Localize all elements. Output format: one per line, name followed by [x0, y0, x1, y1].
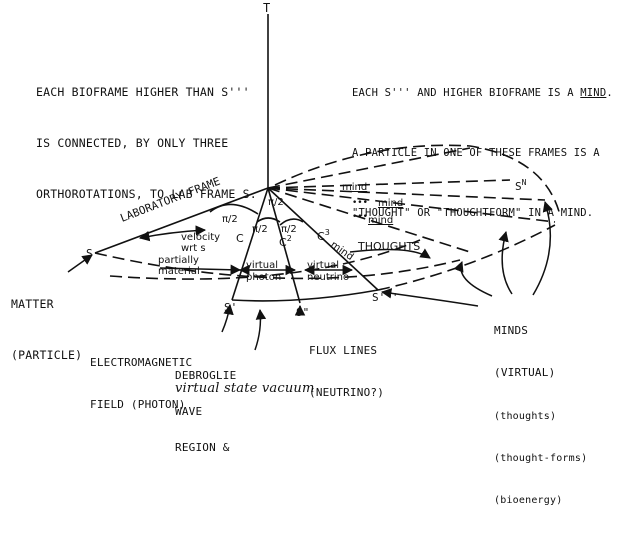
- velocity-label-2: wrt s: [181, 243, 206, 254]
- minds-arrow-s3: [380, 288, 479, 307]
- mind-label-2: mind: [378, 198, 403, 209]
- frame-s-label: S: [86, 247, 93, 260]
- note-left: EACH BIOFRAME HIGHER THAN S''' IS CONNEC…: [36, 50, 257, 237]
- virtual-photon-label-2: photon: [246, 272, 281, 283]
- mind-label-1: mind: [342, 182, 367, 193]
- material-arrow-1: [159, 264, 242, 276]
- angle-label-4: π/2: [268, 197, 284, 208]
- dashed-ray-3: [267, 187, 546, 201]
- matter-label: MATTER (PARTICLE): [11, 262, 82, 398]
- angle-label-1: π/2: [222, 214, 238, 225]
- flux-lines-line-2: (NEUTRINO?): [309, 386, 385, 399]
- s-dprime-line: [267, 187, 301, 304]
- c3-base: C: [317, 230, 325, 243]
- minds-label-line-1: MINDS: [494, 324, 529, 337]
- flux-arrow: [294, 304, 306, 316]
- minds-arrow-3: [532, 200, 553, 296]
- dashed-arc-right: [377, 224, 556, 291]
- flux-lines-line-1: FLUX LINES: [309, 344, 378, 357]
- velocity-label-1: velocity: [181, 232, 220, 243]
- matter-arrow: [67, 254, 93, 273]
- ground-line: [231, 289, 379, 302]
- minds-label-line-2: (VIRTUAL): [494, 366, 556, 379]
- c2-sup: 2: [287, 234, 292, 243]
- s-dprime-label: S": [296, 306, 309, 319]
- dashed-ray-4: [267, 187, 556, 223]
- dashed-arc-outer: [94, 252, 461, 280]
- c2-base: C: [279, 236, 287, 249]
- note-left-line-1: EACH BIOFRAME HIGHER THAN S''': [36, 85, 250, 99]
- matter-label-line-1: MATTER: [11, 297, 54, 311]
- angle-arc-3: [279, 218, 304, 226]
- c2-label: C2: [279, 234, 292, 249]
- c1-label: C: [236, 232, 244, 245]
- note-right-line-1: EACH S''' AND HIGHER BIOFRAME IS A MIND.: [352, 83, 613, 103]
- mind-dots-1: •••: [352, 198, 368, 208]
- velocity-arrow: [138, 225, 207, 242]
- minds-list-3: (bioenergy): [494, 495, 563, 506]
- angle-label-2: π/2: [252, 224, 268, 235]
- note-left-line-2: IS CONNECTED, BY ONLY THREE: [36, 136, 229, 150]
- thoughts-arrow: [349, 248, 431, 259]
- c3-sup: 3: [325, 228, 330, 237]
- note-left-line-3: ORTHOROTATIONS, TO LAB FRAME S.: [36, 187, 257, 201]
- frame-sn-base: S: [515, 180, 522, 193]
- matter-label-line-2: (PARTICLE): [11, 348, 83, 362]
- minds-list-2: (thought-forms): [494, 453, 588, 464]
- s-tprime-line: [267, 187, 379, 291]
- minds-arrow-1: [453, 261, 493, 297]
- note-right-mind-emphasis: MIND: [580, 87, 607, 99]
- s-prime-label: S': [224, 301, 237, 314]
- virtual-neutrino-label-2: neutrino: [307, 272, 349, 283]
- angle-arc-2: [256, 217, 281, 223]
- mind-label-3: mind: [368, 215, 393, 226]
- debroglie-label: DEBROGLIE WAVE REGION &: [175, 346, 236, 478]
- partially-label-1: partially: [158, 255, 199, 266]
- partially-label-2: material: [158, 266, 200, 277]
- dashed-ray-1: [267, 147, 471, 189]
- debroglie-line-3: REGION &: [175, 441, 230, 454]
- note-right-line-1-suffix: .: [606, 87, 613, 99]
- debroglie-arrow: [254, 308, 267, 351]
- mind-dots-2: •••: [352, 212, 368, 222]
- lab-frame-label: LABORATORY FRAME: [118, 175, 222, 225]
- virtual-neutrino-label-1: virtual: [307, 260, 339, 271]
- angle-label-3: π/2: [281, 224, 297, 235]
- dashed-ray-2: [267, 179, 511, 189]
- debroglie-line-1: DEBROGLIE: [175, 369, 237, 382]
- em-field-arrow: [221, 303, 234, 333]
- frame-sn-label: SN: [515, 178, 527, 193]
- minds-arrow-2: [498, 230, 513, 295]
- s-tprime-label: S''': [372, 291, 399, 304]
- lab-frame-line: [94, 187, 269, 254]
- debroglie-line-2: WAVE: [175, 405, 203, 418]
- minds-list-1: (thoughts): [494, 411, 557, 422]
- note-right-line-1-prefix: EACH S''' AND HIGHER BIOFRAME IS A: [352, 87, 581, 99]
- axis-t-label: T: [263, 1, 270, 15]
- minds-label: MINDS (VIRTUAL) (thoughts) (thought-form…: [494, 296, 587, 536]
- thoughts-label: THOUGHTS: [357, 240, 420, 253]
- frame-sn-sup: N: [522, 178, 527, 187]
- vacuum-label: virtual state vacuum: [175, 381, 315, 396]
- s-prime-line: [231, 187, 269, 301]
- frame-diagram: T LABORATORY FRAME S SN π/2 π/2 π/2 π/2 …: [67, 1, 561, 351]
- dashed-arc-top: [274, 144, 561, 216]
- note-right: EACH S''' AND HIGHER BIOFRAME IS A MIND.…: [352, 43, 613, 263]
- em-field-line-1: ELECTROMAGNETIC: [90, 356, 193, 369]
- virtual-photon-label-1: virtual: [246, 260, 278, 271]
- c3-label: C3: [317, 228, 330, 243]
- angle-arc-1: [209, 203, 259, 215]
- flux-lines-label: FLUX LINES (NEUTRINO?): [309, 316, 384, 428]
- diagram-canvas: EACH BIOFRAME HIGHER THAN S''' IS CONNEC…: [11, 1, 613, 506]
